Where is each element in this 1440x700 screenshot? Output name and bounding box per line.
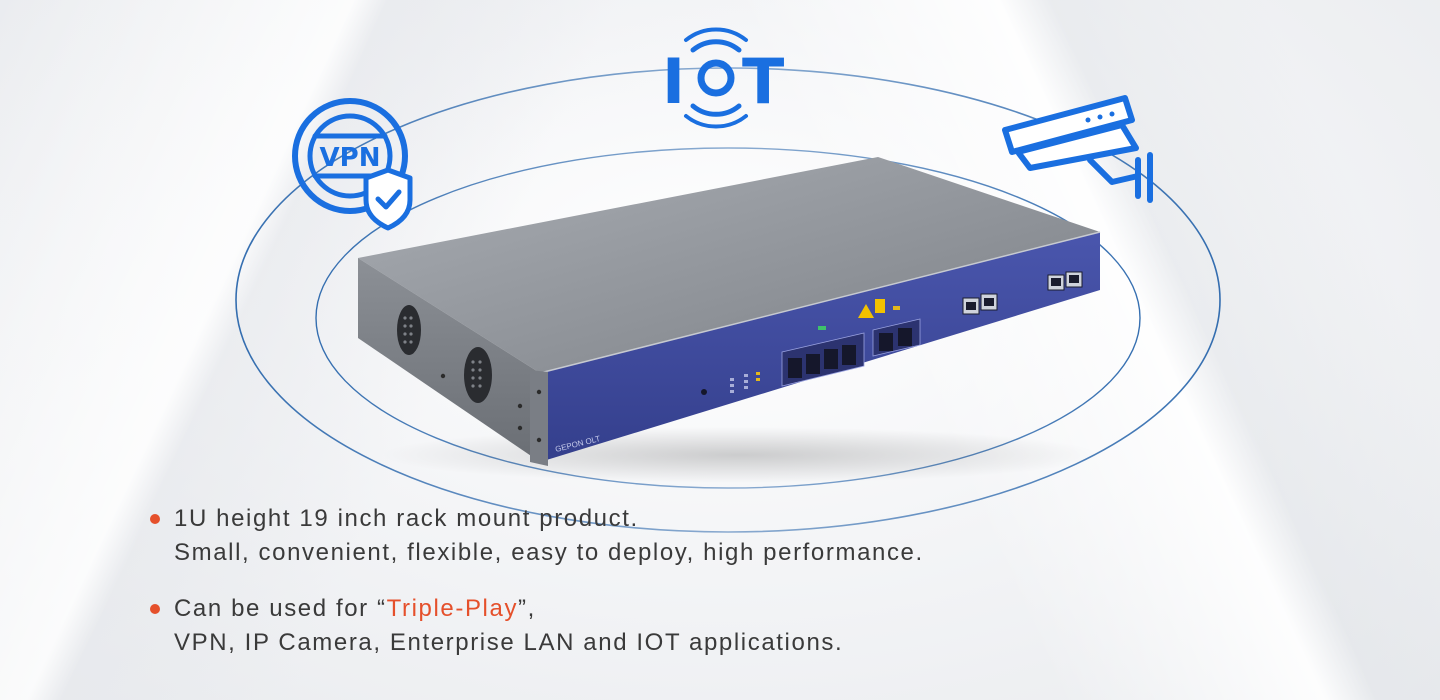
bullet-dot-icon [150, 514, 160, 524]
feature-line: Can be used for “Triple-Play”, [174, 592, 1150, 626]
feature-text: ”, [518, 595, 536, 622]
iot-label-left: I [662, 45, 685, 118]
orbit-ring-inner [315, 147, 1141, 489]
iot-signal-icon: I T [662, 27, 784, 129]
gepon-olt-device: GEPON OLT [358, 157, 1101, 466]
vpn-shield-icon: VPN [292, 98, 413, 231]
feature-item-applications: Can be used for “Triple-Play”, VPN, IP C… [150, 592, 1150, 660]
security-camera-icon [1002, 95, 1153, 203]
iot-label-right: T [742, 45, 784, 118]
feature-line: VPN, IP Camera, Enterprise LAN and IOT a… [174, 629, 844, 656]
triple-play-highlight: Triple-Play [386, 595, 519, 622]
feature-line: Small, convenient, flexible, easy to dep… [174, 539, 924, 566]
feature-text: Can be used for “ [174, 595, 387, 622]
feature-item-rack-mount: 1U height 19 inch rack mount product. Sm… [150, 502, 1150, 570]
bullet-dot-icon [150, 604, 160, 614]
vpn-label: VPN [320, 143, 381, 173]
feature-list: 1U height 19 inch rack mount product. Sm… [150, 502, 1150, 682]
feature-line: 1U height 19 inch rack mount product. [174, 505, 639, 532]
